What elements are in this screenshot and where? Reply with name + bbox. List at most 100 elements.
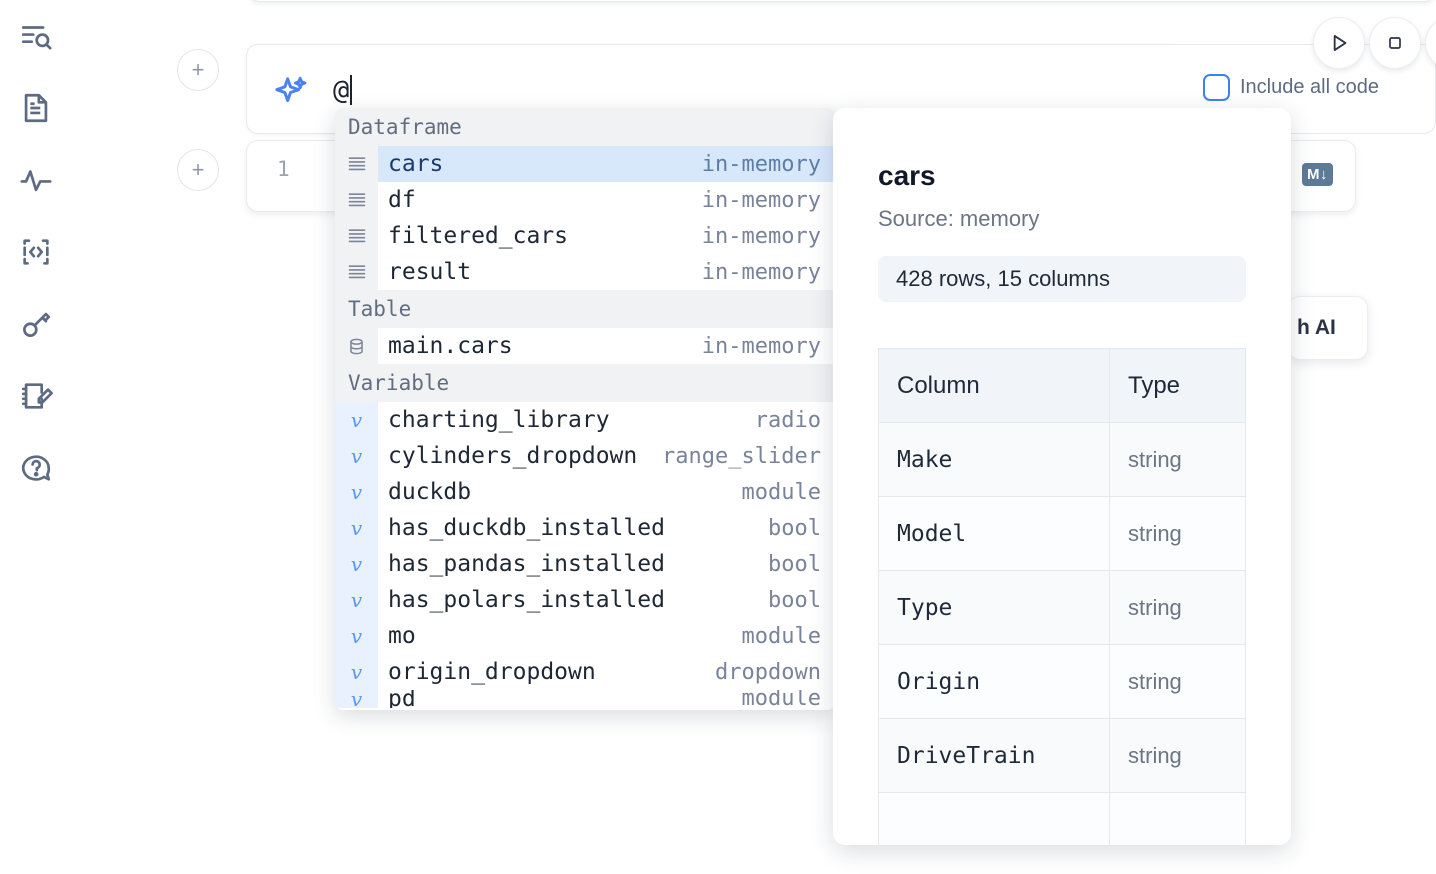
autocomplete-item-type: in-memory <box>701 333 821 359</box>
schema-column-type: string <box>1109 570 1246 645</box>
dataframe-icon <box>335 146 378 182</box>
schema-column-name: DriveTrain <box>878 718 1110 793</box>
schema-column-name: Type <box>878 570 1110 645</box>
autocomplete-item-type: module <box>741 690 821 708</box>
autocomplete-item-name: df <box>388 187 416 213</box>
sidebar-item-secrets[interactable] <box>14 302 58 346</box>
variable-icon: v <box>335 438 378 474</box>
autocomplete-item-type: bool <box>768 515 821 541</box>
variable-icon: v <box>335 618 378 654</box>
key-icon <box>19 307 53 341</box>
autocomplete-item-type: radio <box>754 407 821 433</box>
autocomplete-item[interactable]: filtered_cars in-memory <box>335 218 835 254</box>
autocomplete-item-name: pd <box>388 690 416 708</box>
schema-column-name <box>878 792 1110 845</box>
schema-column-type: string <box>1109 644 1246 719</box>
notepad-edit-icon <box>19 379 53 413</box>
autocomplete-item-type: dropdown <box>715 659 821 685</box>
autocomplete-item-type: in-memory <box>701 223 821 249</box>
autocomplete-item[interactable]: cars in-memory <box>335 146 835 182</box>
include-all-code-row[interactable]: Include all code <box>1203 74 1379 101</box>
autocomplete-item-name: has_pandas_installed <box>388 551 665 577</box>
autocomplete-item-type: module <box>741 479 821 505</box>
sidebar-item-document[interactable] <box>14 86 58 130</box>
autocomplete-item-type: range_slider <box>662 443 821 469</box>
markdown-icon[interactable]: M↓ <box>1302 162 1333 186</box>
stop-button[interactable] <box>1369 17 1421 69</box>
autocomplete-group-header: Dataframe <box>335 108 835 146</box>
ai-prompt-value: @ <box>333 74 350 106</box>
schema-column-name: Make <box>878 422 1110 497</box>
autocomplete-item-name: origin_dropdown <box>388 659 596 685</box>
left-icon-rail <box>0 0 72 874</box>
autocomplete-item[interactable]: v origin_dropdown dropdown <box>335 654 835 690</box>
autocomplete-item-name: mo <box>388 623 416 649</box>
autocomplete-item-name: cylinders_dropdown <box>388 443 638 469</box>
variable-icon: v <box>335 582 378 618</box>
autocomplete-item-name: has_duckdb_installed <box>388 515 665 541</box>
autocomplete-item-type: module <box>741 623 821 649</box>
dataframe-icon <box>335 218 378 254</box>
variable-icon: v <box>335 546 378 582</box>
info-panel-title: cars <box>878 160 936 191</box>
schema-column-name: Origin <box>878 644 1110 719</box>
table-db-icon <box>335 328 378 364</box>
previous-cell-edge <box>248 0 1436 2</box>
dataframe-info-panel: cars Source: memory 428 rows, 15 columns… <box>833 108 1291 845</box>
explore-search-icon <box>19 19 53 53</box>
code-snippet-icon <box>19 235 53 269</box>
schema-table-header: Column <box>878 348 1110 423</box>
dataframe-icon <box>335 254 378 290</box>
autocomplete-item-type: in-memory <box>701 151 821 177</box>
autocomplete-item-name: cars <box>388 151 444 177</box>
sidebar-item-explore-search[interactable] <box>14 14 58 58</box>
include-all-code-checkbox[interactable] <box>1203 74 1230 101</box>
variable-icon: v <box>335 654 378 690</box>
table-row <box>878 792 1246 845</box>
autocomplete-group-header: Variable <box>335 364 835 402</box>
sidebar-item-code-snippet[interactable] <box>14 230 58 274</box>
run-button[interactable] <box>1313 17 1365 69</box>
autocomplete-item-name: duckdb <box>388 479 472 505</box>
sidebar-item-scratchpad[interactable] <box>14 374 58 418</box>
autocomplete-item[interactable]: v cylinders_dropdown range_slider <box>335 438 835 474</box>
include-all-code-label: Include all code <box>1240 76 1379 98</box>
autocomplete-item-type: in-memory <box>701 259 821 285</box>
autocomplete-item-name: filtered_cars <box>388 223 569 249</box>
add-cell-below-button[interactable]: + <box>177 149 219 191</box>
variable-icon: v <box>335 690 378 708</box>
add-cell-above-button[interactable]: + <box>177 49 219 91</box>
variable-icon: v <box>335 474 378 510</box>
sidebar-item-help[interactable] <box>14 446 58 490</box>
ai-prompt-input[interactable]: @ <box>333 69 1159 111</box>
help-chat-icon <box>19 451 53 485</box>
ai-tooltip-chip[interactable]: h AI <box>1288 296 1368 360</box>
info-panel-source: Source: memory <box>878 206 1040 231</box>
autocomplete-item-name: charting_library <box>388 407 610 433</box>
text-caret <box>350 75 353 105</box>
document-icon <box>19 91 53 125</box>
activity-icon <box>19 163 53 197</box>
info-panel-shape: 428 rows, 15 columns <box>878 256 1246 302</box>
sparkle-icon <box>271 73 311 118</box>
sidebar-item-activity[interactable] <box>14 158 58 202</box>
autocomplete-item-type: bool <box>768 587 821 613</box>
schema-table-header: Type <box>1109 348 1246 423</box>
schema-column-type: string <box>1109 496 1246 571</box>
dataframe-icon <box>335 182 378 218</box>
